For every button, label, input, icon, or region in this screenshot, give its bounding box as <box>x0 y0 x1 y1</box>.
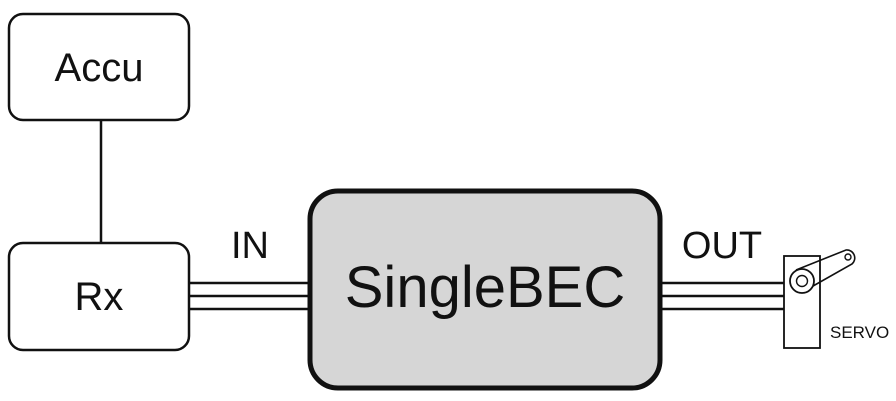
servo-label: SERVO <box>830 323 889 342</box>
accu-node: Accu <box>7 12 191 122</box>
in-cable <box>189 281 310 311</box>
out-label: OUT <box>682 225 762 267</box>
accu-label: Accu <box>55 46 144 90</box>
singlebec-label: SingleBEC <box>345 255 625 320</box>
in-label: IN <box>231 225 269 267</box>
servo-icon <box>783 249 856 349</box>
out-cable <box>660 281 784 311</box>
rx-node: Rx <box>7 241 191 352</box>
rx-label: Rx <box>75 275 124 319</box>
singlebec-node: SingleBEC <box>307 188 663 391</box>
